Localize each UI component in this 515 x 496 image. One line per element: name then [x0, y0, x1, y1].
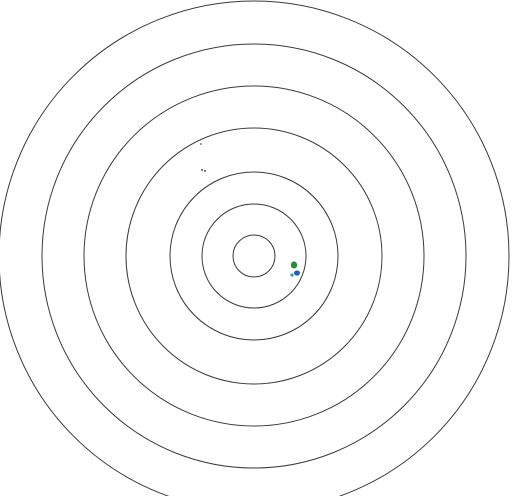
- ring-1: [232, 234, 276, 278]
- blob-marker-2: [294, 270, 300, 276]
- ring-5: [83, 85, 425, 427]
- ring-2: [201, 203, 307, 309]
- ring-4: [125, 127, 383, 385]
- marker-group: [200, 143, 300, 277]
- speck-marker-5: [201, 169, 203, 171]
- ring-6: [41, 43, 467, 469]
- ring-3: [169, 171, 339, 341]
- speck-marker-6: [204, 170, 206, 172]
- blob-marker-1: [290, 261, 298, 269]
- blob-marker-3: [290, 273, 294, 277]
- speck-marker-4: [200, 143, 202, 145]
